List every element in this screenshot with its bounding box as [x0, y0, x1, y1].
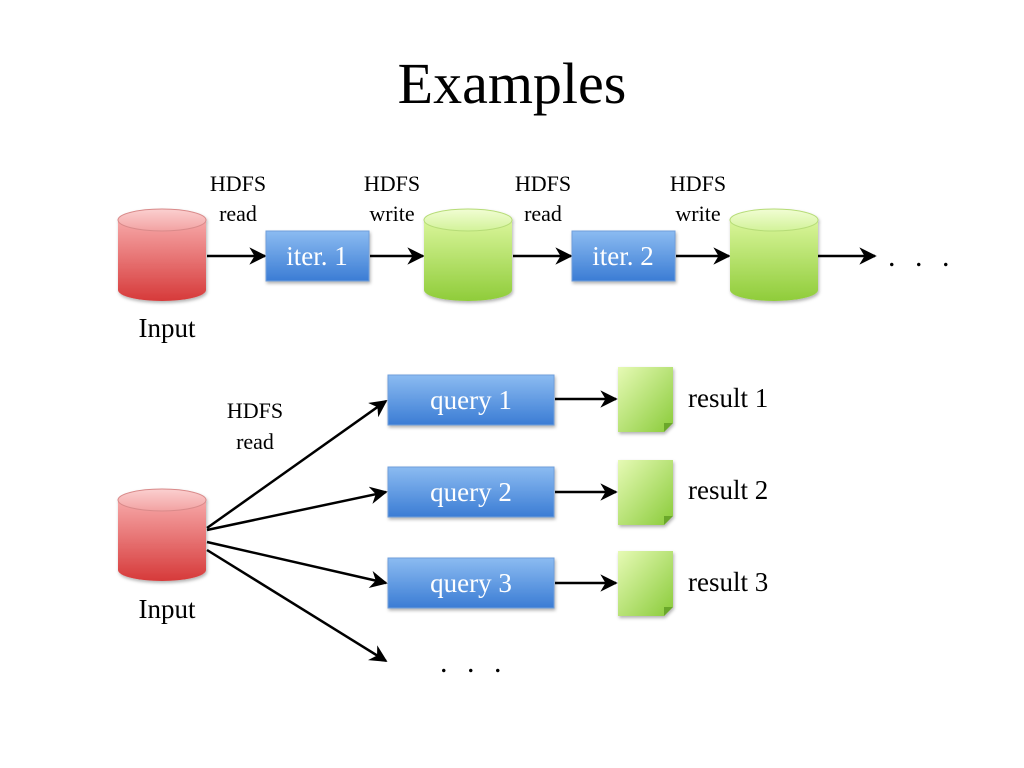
step-label-line1: HDFS	[210, 171, 266, 196]
query-box: query 1	[387, 374, 555, 426]
result-label: result 3	[688, 567, 768, 597]
iteration-label: iter. 1	[286, 241, 348, 271]
storage-database-icon	[729, 208, 819, 301]
step-label-line2: read	[524, 201, 562, 226]
slide-title: Examples	[398, 51, 627, 116]
query-label: query 2	[430, 477, 512, 507]
interactive-continuation: . . .	[440, 646, 508, 679]
query-label: query 1	[430, 385, 512, 415]
result-document-icon	[618, 367, 673, 432]
iteration-box: iter. 2	[571, 230, 676, 282]
flow-arrow	[206, 399, 388, 530]
result-document-icon	[618, 460, 673, 525]
step-label-line1: HDFS	[364, 171, 420, 196]
input-database-icon	[117, 208, 207, 301]
iteration-box: iter. 1	[265, 230, 370, 282]
result-document-icon	[618, 551, 673, 616]
result-label: result 1	[688, 383, 768, 413]
read-label-line2: read	[236, 429, 274, 454]
input-database-icon	[117, 488, 207, 581]
step-label-line2: write	[369, 201, 414, 226]
flow-arrow	[206, 548, 388, 663]
iterative-continuation: . . .	[888, 240, 956, 273]
query-label: query 3	[430, 568, 512, 598]
result-label: result 2	[688, 475, 768, 505]
step-label-line2: write	[675, 201, 720, 226]
query-box: query 3	[387, 557, 555, 609]
query-box: query 2	[387, 466, 555, 518]
step-label-line2: read	[219, 201, 257, 226]
step-label-line1: HDFS	[670, 171, 726, 196]
flow-arrow	[206, 486, 388, 532]
step-label-line1: HDFS	[515, 171, 571, 196]
storage-database-icon	[423, 208, 513, 301]
iterative-input-label: Input	[139, 313, 196, 343]
interactive-input-label: Input	[139, 594, 196, 624]
read-label-line1: HDFS	[227, 398, 283, 423]
flow-arrow	[206, 540, 388, 589]
iteration-label: iter. 2	[592, 241, 654, 271]
